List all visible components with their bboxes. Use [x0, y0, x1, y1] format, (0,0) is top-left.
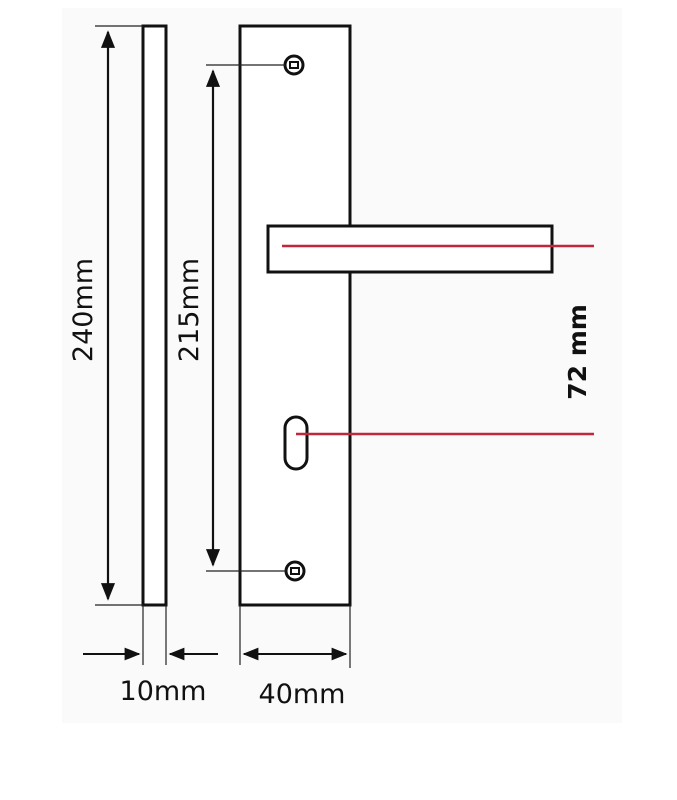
width-label: 40mm — [259, 679, 346, 710]
lever-handle — [266, 224, 554, 274]
keyhole-slot — [283, 415, 309, 471]
thickness-dimension: 10mm — [83, 605, 218, 707]
overall-height-label: 240mm — [68, 258, 99, 362]
width-dimension: 40mm — [239, 605, 351, 710]
side-profile-plate — [141, 24, 168, 607]
overall-height-dimension: 240mm — [68, 25, 143, 606]
bottom-screw-icon — [284, 560, 306, 582]
screw-spacing-label: 215mm — [174, 258, 205, 362]
top-screw-icon — [283, 54, 305, 76]
thickness-label: 10mm — [120, 676, 207, 707]
front-plate — [238, 24, 352, 607]
backset-dimension: 72 mm — [282, 244, 594, 436]
backset-label: 72 mm — [563, 304, 592, 400]
screw-spacing-dimension: 215mm — [174, 64, 286, 572]
